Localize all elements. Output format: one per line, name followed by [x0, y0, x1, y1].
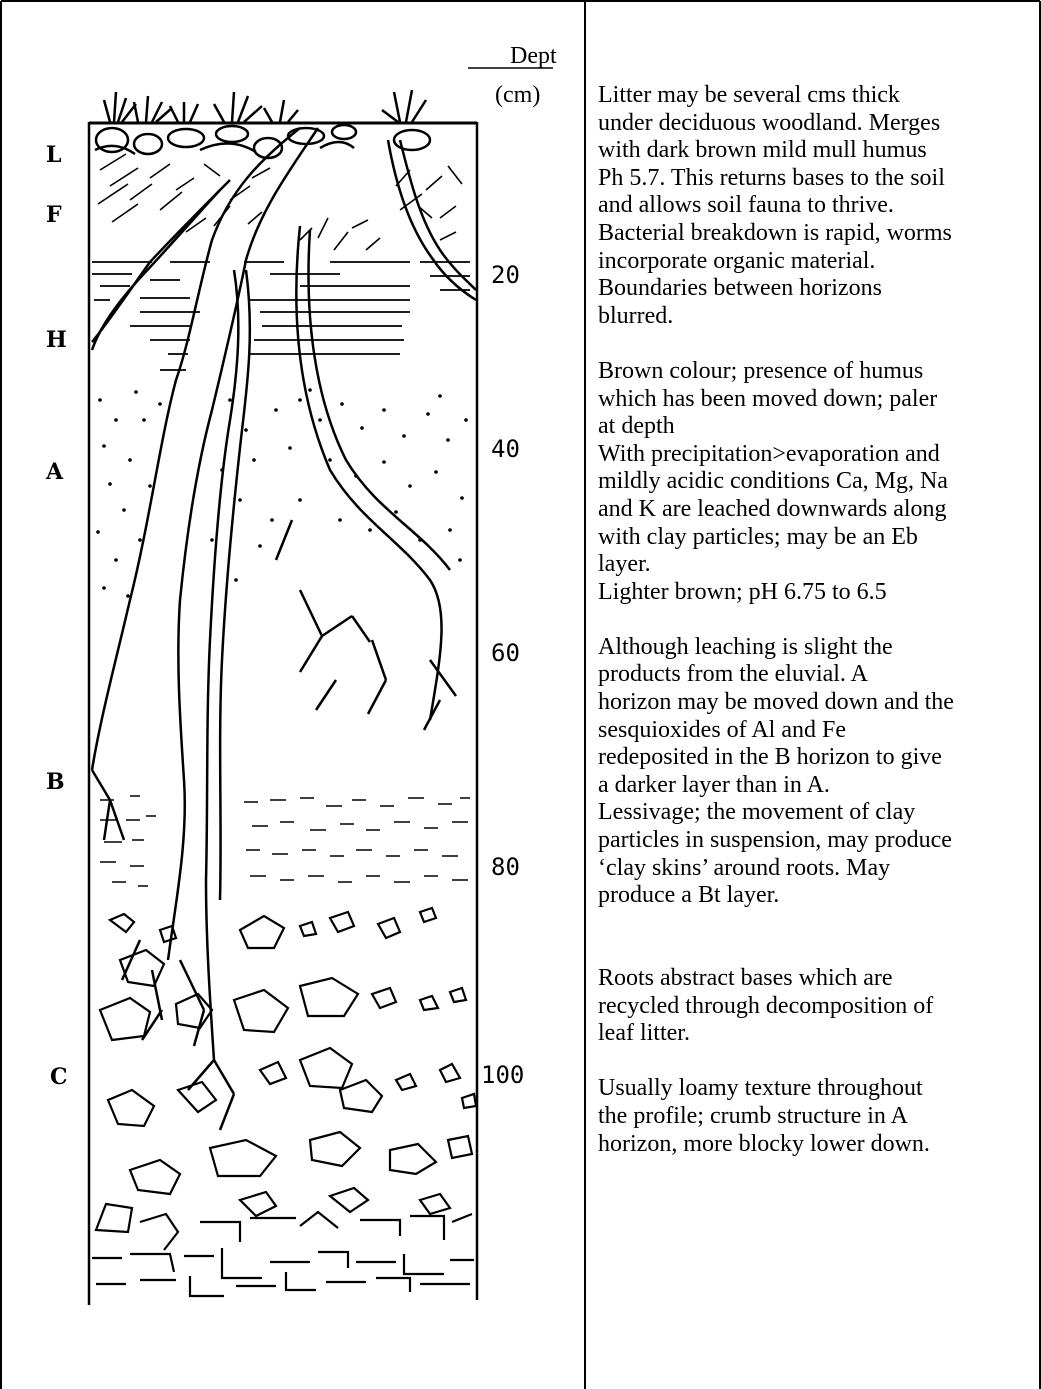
depth-tick-label: 80	[491, 853, 520, 881]
description-line: With precipitation>evaporation and	[598, 441, 1036, 469]
description-line: Lighter brown; pH 6.75 to 6.5	[598, 579, 1036, 607]
description-line: ‘clay skins’ around roots. May	[598, 855, 1036, 883]
description-line: recycled through decomposition of	[598, 993, 1036, 1021]
horizon-label: H	[46, 327, 67, 353]
depth-tick-label: 20	[491, 261, 520, 289]
description-line: Lessivage; the movement of clay	[598, 799, 1036, 827]
paragraph-spacer	[598, 910, 1036, 938]
description-line: blurred.	[598, 303, 1036, 331]
description-line: horizon, more blocky lower down.	[598, 1131, 1036, 1159]
description-line: and K are leached downwards along	[598, 496, 1036, 524]
surface-vegetation	[104, 90, 426, 122]
description-line: which has been moved down; paler	[598, 386, 1036, 414]
litter-layer	[95, 125, 430, 158]
b-horizon-texture	[100, 796, 470, 886]
description-line: layer.	[598, 551, 1036, 579]
description-line: Litter may be several cms thick	[598, 82, 1036, 110]
depth-tick-label: 40	[491, 435, 520, 463]
root-system	[92, 128, 476, 1130]
bedrock-blocks	[92, 1204, 474, 1296]
depth-tick-label: 100	[481, 1061, 524, 1089]
description-line: Boundaries between horizons	[598, 275, 1036, 303]
description-line: a darker layer than in A.	[598, 772, 1036, 800]
c-horizon-stones	[100, 908, 476, 1216]
description-line: the profile; crumb structure in A	[598, 1103, 1036, 1131]
depth-axis-unit: (cm)	[495, 82, 540, 108]
description-line: mildly acidic conditions Ca, Mg, Na	[598, 468, 1036, 496]
description-line: horizon may be moved down and the	[598, 689, 1036, 717]
description-line: Brown colour; presence of humus	[598, 358, 1036, 386]
description-line: particles in suspension, may produce	[598, 827, 1036, 855]
depth-tick-label: 60	[491, 639, 520, 667]
description-line: incorporate organic material.	[598, 248, 1036, 276]
depth-axis-title: Dept	[510, 43, 557, 69]
description-line: redeposited in the B horizon to give	[598, 744, 1036, 772]
description-line: at depth	[598, 413, 1036, 441]
description-line: leaf litter.	[598, 1020, 1036, 1048]
horizon-label: A	[45, 459, 64, 485]
horizon-label: C	[50, 1064, 68, 1090]
description-line: Ph 5.7. This returns bases to the soil	[598, 165, 1036, 193]
description-line: Usually loamy texture throughout	[598, 1075, 1036, 1103]
horizon-label: L	[46, 142, 61, 168]
description-line: products from the eluvial. A	[598, 661, 1036, 689]
description-line: Roots abstract bases which are	[598, 965, 1036, 993]
horizon-label: F	[46, 202, 62, 228]
description-line: with dark brown mild mull humus	[598, 137, 1036, 165]
paragraph-spacer	[598, 1048, 1036, 1076]
description-line: with clay particles; may be an Eb	[598, 524, 1036, 552]
description-line: under deciduous woodland. Merges	[598, 110, 1036, 138]
humus-layer	[92, 262, 470, 370]
description-line: and allows soil fauna to thrive.	[598, 192, 1036, 220]
paragraph-spacer	[598, 330, 1036, 358]
description-line: Although leaching is slight the	[598, 634, 1036, 662]
description-line: sesquioxides of Al and Fe	[598, 717, 1036, 745]
description-line: Bacterial breakdown is rapid, worms	[598, 220, 1036, 248]
paragraph-spacer	[598, 606, 1036, 634]
soil-profile-diagram: L F H A B C Dept (cm) 20 40 60 80 100	[0, 0, 585, 1389]
description-line: produce a Bt layer.	[598, 882, 1036, 910]
horizon-label: B	[46, 769, 65, 795]
paragraph-spacer	[598, 937, 1036, 965]
